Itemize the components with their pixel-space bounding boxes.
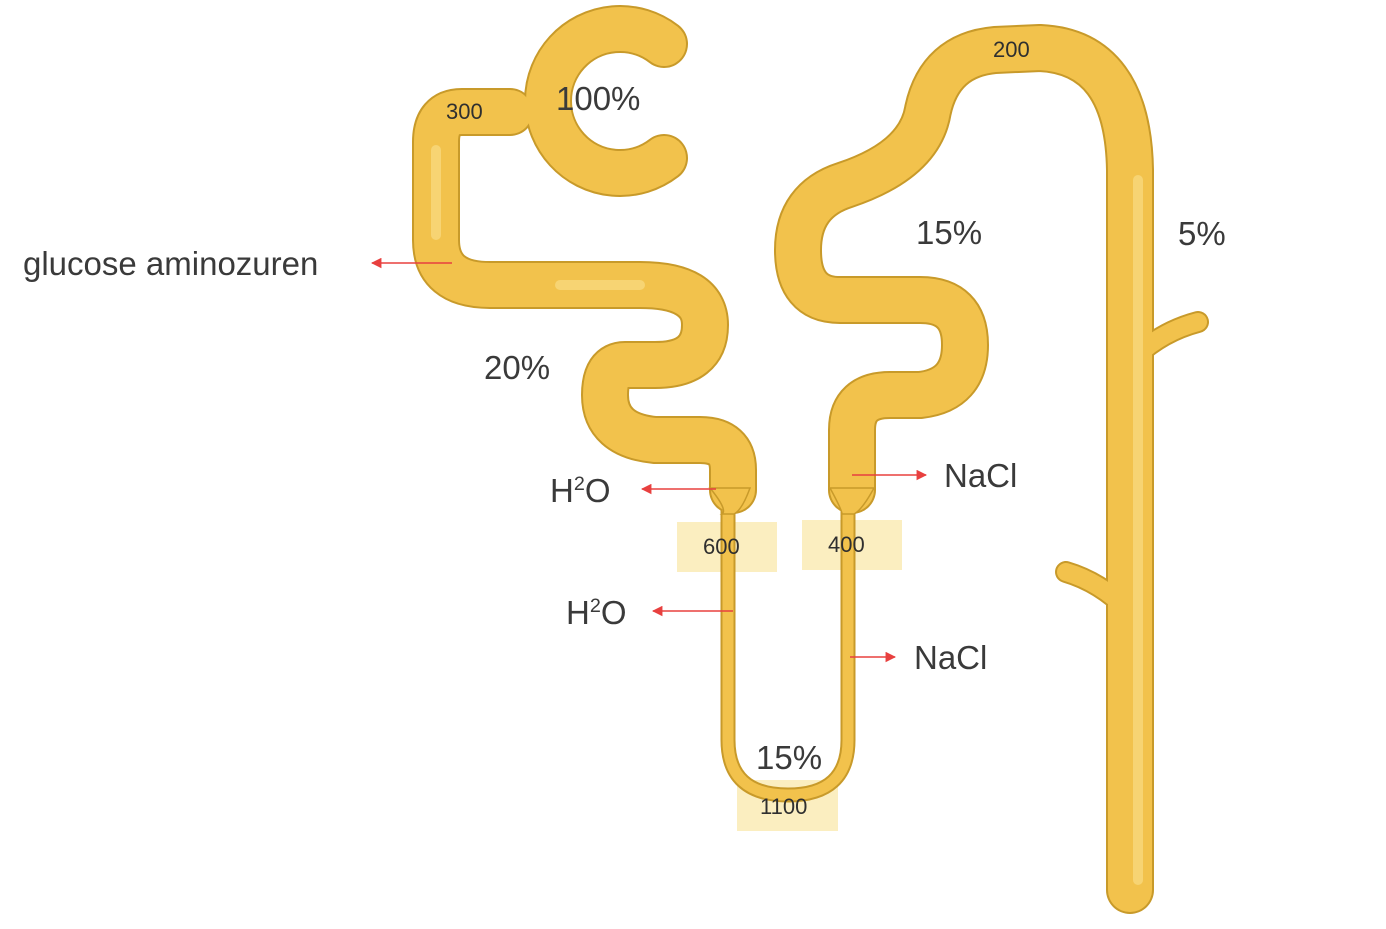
label-glucose-aminozuren: glucose aminozuren (23, 245, 319, 282)
ascending-thick-limb (776, 26, 1152, 912)
percent-proximal: 20% (484, 349, 551, 386)
osm-top-left: 300 (446, 99, 483, 124)
descending-neck (708, 487, 752, 515)
label-water-2: H2O (566, 594, 627, 631)
percent-loop-bottom: 15% (756, 739, 823, 776)
label-nacl-2: NaCl (914, 639, 988, 676)
label-nacl-1: NaCl (944, 457, 1018, 494)
label-water-1: H2O (550, 472, 611, 509)
percent-distal: 15% (916, 214, 983, 251)
osm-descending: 600 (703, 534, 740, 559)
percent-glomerulus: 100% (556, 80, 641, 117)
percent-collecting: 5% (1178, 215, 1226, 252)
ascending-neck (828, 487, 876, 515)
bowman-capsule (526, 7, 686, 195)
osm-top-right: 200 (993, 37, 1030, 62)
osm-ascending: 400 (828, 532, 865, 557)
collecting-branch-lower (1057, 563, 1137, 619)
descending-limb (722, 486, 854, 801)
proximal-tubule (414, 90, 755, 512)
osm-bottom: 1100 (760, 794, 808, 819)
